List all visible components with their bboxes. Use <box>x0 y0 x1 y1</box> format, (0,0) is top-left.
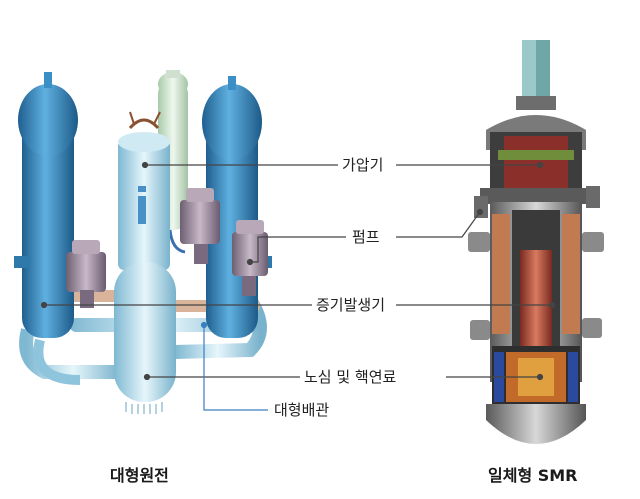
smr-nozzles <box>468 186 604 340</box>
label-core-fuel: 노심 및 핵연료 <box>304 368 397 386</box>
reactor-coolant-pump-right <box>232 220 268 296</box>
integral-smr-illustration <box>468 40 604 444</box>
smr-upper-head <box>480 115 592 204</box>
leader-steam-generator <box>40 301 556 309</box>
label-pump: 펌프 <box>352 228 380 246</box>
leader-pump <box>246 208 484 266</box>
label-large-piping: 대형배관 <box>274 401 330 419</box>
smr-core <box>492 346 580 406</box>
leader-lines <box>40 161 556 411</box>
leader-large-piping <box>200 321 268 411</box>
leader-pressurizer <box>141 161 544 169</box>
smr-bottom-head <box>486 404 586 444</box>
reactor-coolant-pump-left <box>66 240 106 308</box>
smr-top-stack <box>516 40 556 110</box>
label-pressurizer: 가압기 <box>342 156 384 174</box>
reactor-vessel <box>114 111 176 414</box>
large-reactor-illustration <box>14 70 272 414</box>
steam-generator-left <box>14 72 78 338</box>
reactor-coolant-pump-mid <box>180 188 220 264</box>
leader-core-fuel <box>143 373 544 381</box>
caption-large-reactor: 대형원전 <box>110 466 169 485</box>
label-steam-generator: 증기발생기 <box>316 296 386 314</box>
caption-integral-smr: 일체형 SMR <box>488 466 578 485</box>
